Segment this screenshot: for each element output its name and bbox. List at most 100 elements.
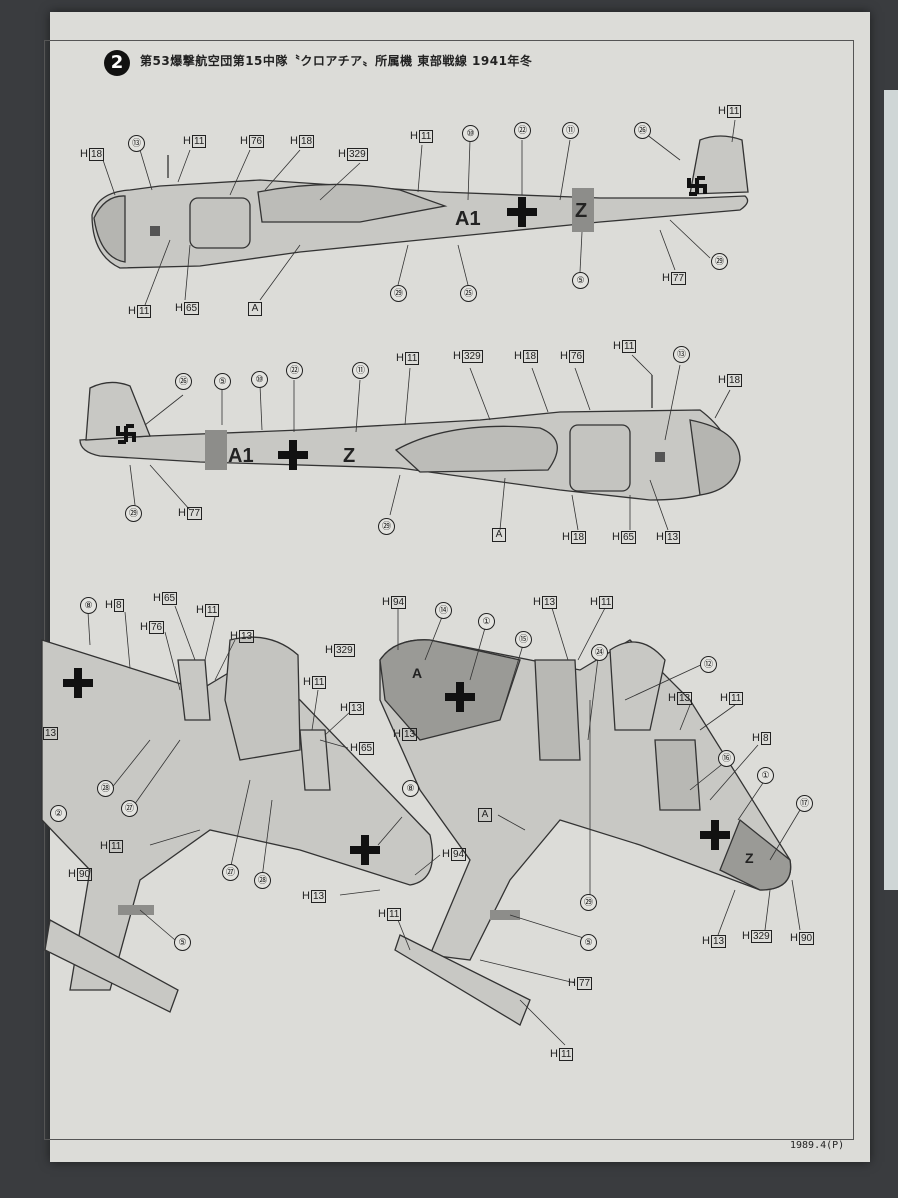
callout-15: ⑮: [515, 631, 532, 648]
fuselage-code-a1-right: A1: [228, 445, 254, 467]
swastika-top: [687, 176, 707, 196]
callout-13-cut: 13: [43, 727, 59, 740]
side-profile-right: [79, 375, 741, 501]
callout-28: ㉘: [97, 780, 114, 797]
sheet-border: [44, 40, 854, 1140]
callout-13: ⑬: [673, 346, 690, 363]
fuselage-code-z-top: Z: [575, 200, 588, 222]
callout-24: ㉔: [591, 644, 608, 661]
fuselage-code-z-right: Z: [343, 445, 356, 467]
callout-10: ⑩: [251, 371, 268, 388]
croatia-emblem-right: [655, 452, 665, 462]
step-number-badge: 2: [104, 50, 130, 76]
callout-22: ㉒: [286, 362, 303, 379]
callout-8: ⑧: [80, 597, 97, 614]
leader-lines: [87, 119, 801, 1046]
callout-27: ㉗: [222, 864, 239, 881]
page-title: 第53爆撃航空団第15中隊〝クロアチア〟所属機 東部戦線 1941年冬: [140, 54, 533, 68]
callout-29: ㉙: [580, 894, 597, 911]
callout-1: ①: [757, 767, 774, 784]
callout-5: ⑤: [572, 272, 589, 289]
background-strip: [884, 90, 898, 890]
plan-view-underside: [41, 636, 434, 1013]
wing-code-a: A: [412, 665, 423, 681]
callout-14: ⑭: [435, 602, 452, 619]
callout-12: ⑫: [700, 656, 717, 673]
side-profile-left: [91, 135, 749, 269]
callout-29: ㉙: [378, 518, 395, 535]
callout-a: A: [478, 808, 492, 822]
callout-28: ㉘: [254, 872, 271, 889]
callout-26: ㉖: [634, 122, 651, 139]
croatia-emblem-top: [150, 226, 160, 236]
callout-5: ⑤: [580, 934, 597, 951]
callout-22: ㉒: [514, 122, 531, 139]
callout-13: ⑬: [128, 135, 145, 152]
callout-a: A: [248, 302, 262, 316]
callout-17: ⑰: [796, 795, 813, 812]
callout-a: A: [492, 528, 506, 542]
plan-view-upper: [379, 639, 792, 1026]
callout-29: ㉙: [125, 505, 142, 522]
fuselage-code-a1-top: A1: [455, 208, 481, 230]
callout-29: ㉙: [390, 285, 407, 302]
callout-8: ⑧: [402, 780, 419, 797]
callout-29: ㉙: [711, 253, 728, 270]
callout-11: ⑪: [352, 362, 369, 379]
wing-code-z: Z: [745, 850, 754, 866]
callout-11: ⑪: [562, 122, 579, 139]
callout-26: ㉖: [175, 373, 192, 390]
callout-5: ⑤: [174, 934, 191, 951]
print-code: 1989.4(P): [790, 1140, 845, 1151]
callout-5: ⑤: [214, 373, 231, 390]
callout-16: ⑯: [718, 750, 735, 767]
swastika-right: [116, 424, 136, 444]
callout-10: ⑩: [462, 125, 479, 142]
callout-1: ①: [478, 613, 495, 630]
callout-25: ㉕: [460, 285, 477, 302]
